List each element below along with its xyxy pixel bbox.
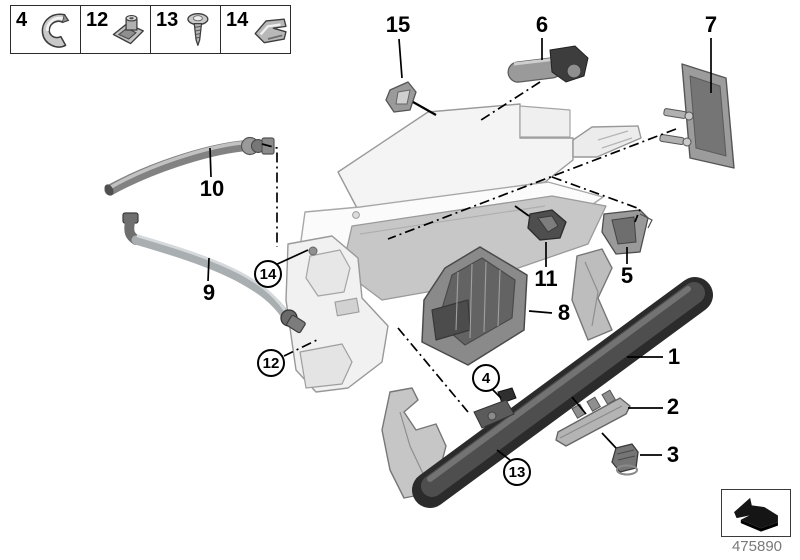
callout-part-13-circled[interactable]: 13 [503, 458, 531, 486]
part-7-panel-drawing [659, 63, 735, 169]
part-8-bin-drawing [421, 246, 528, 366]
pipe-clip-icon [41, 13, 70, 48]
callout-part-3[interactable]: 3 [666, 442, 680, 467]
sheet-metal-screw-icon [187, 13, 209, 46]
callout-part-6[interactable]: 6 [535, 12, 549, 37]
callout-part-11[interactable]: 11 [534, 266, 558, 291]
legend-number: 13 [156, 9, 179, 31]
callout-part-4-circled[interactable]: 4 [472, 364, 500, 392]
legend-cell-14[interactable]: 14 [221, 6, 290, 53]
clip-nut-icon [112, 14, 145, 45]
legend-number: 14 [226, 9, 249, 31]
part-3-latch-drawing [611, 443, 639, 476]
callout-part-9[interactable]: 9 [202, 280, 216, 305]
legend-cell-13[interactable]: 13 [151, 6, 221, 53]
leader-lines [207, 38, 712, 461]
direction-arrow-icon [734, 497, 778, 532]
callout-part-2[interactable]: 2 [666, 394, 680, 419]
part-15-bracket-drawing [385, 81, 417, 113]
callout-part-14-circled[interactable]: 14 [254, 260, 282, 288]
glovebox-housing-drawing [285, 103, 642, 393]
callout-part-5[interactable]: 5 [620, 263, 634, 288]
callout-part-1[interactable]: 1 [667, 344, 681, 369]
part-10-hose-drawing [104, 136, 275, 196]
callout-part-15[interactable]: 15 [385, 12, 411, 37]
fastener-legend-table: 4 12 13 [10, 5, 291, 54]
diagram-nav-box[interactable] [721, 489, 791, 537]
part-1-door-drawing [412, 277, 713, 508]
diagram-part-number: 475890 [731, 538, 783, 555]
part-2-bracket-drawing [555, 389, 631, 447]
part-11-bracket-drawing [527, 209, 567, 241]
legend-number: 12 [86, 9, 109, 31]
door-hinge-drawing [571, 248, 613, 341]
part-6-damper-drawing [507, 45, 589, 83]
legend-cell-12[interactable]: 12 [81, 6, 151, 53]
part-9-hose-drawing [122, 212, 306, 334]
assembly-lines [261, 81, 677, 413]
callout-part-7[interactable]: 7 [704, 12, 718, 37]
callout-part-8[interactable]: 8 [557, 300, 571, 325]
spring-clip-icon [254, 18, 287, 44]
legend-cell-4[interactable]: 4 [11, 6, 81, 53]
callout-part-10[interactable]: 10 [199, 176, 225, 201]
legend-number: 4 [16, 9, 28, 31]
callout-part-12-circled[interactable]: 12 [257, 349, 285, 377]
